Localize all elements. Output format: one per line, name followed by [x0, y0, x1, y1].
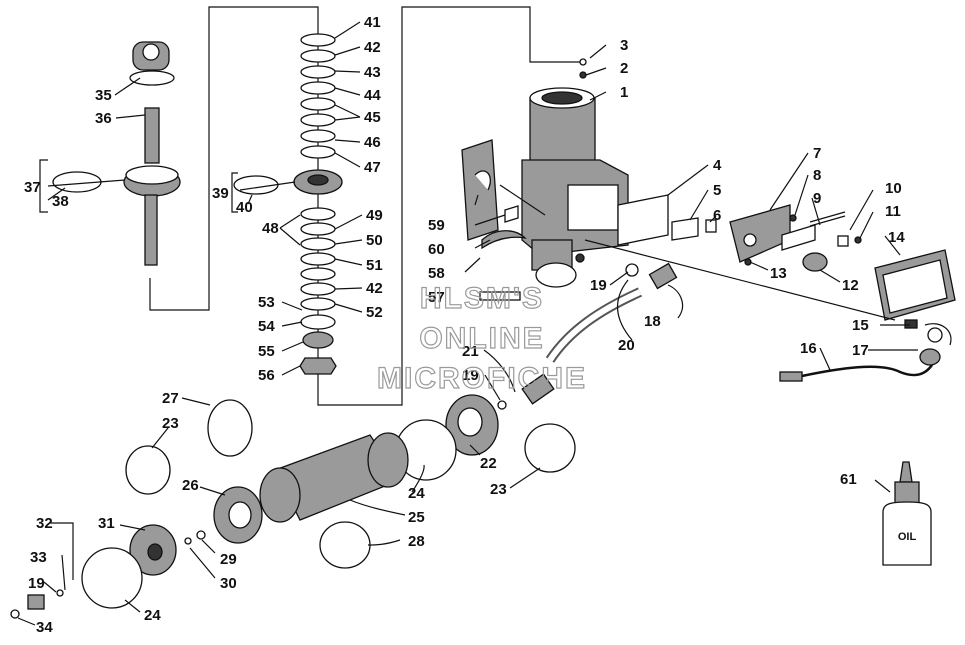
callout-17: 17: [852, 342, 869, 359]
callout-49: 49: [366, 207, 383, 224]
callout-39: 39: [212, 185, 229, 202]
callout-41: 41: [364, 14, 381, 31]
callout-37: 37: [24, 179, 41, 196]
callout-26: 26: [182, 477, 199, 494]
leader-lines: [17, 21, 918, 626]
callout-61: 61: [840, 471, 857, 488]
callout-36: 36: [95, 110, 112, 127]
bearing-assembly: [233, 169, 343, 195]
callout-18: 18: [644, 313, 661, 330]
callout-15: 15: [852, 317, 869, 334]
callout-53: 53: [258, 294, 275, 311]
callout-57: 57: [428, 289, 445, 306]
callout-4: 4: [713, 157, 722, 174]
callout-48: 48: [262, 220, 279, 237]
callout-20: 20: [618, 337, 635, 354]
callout-1: 1: [620, 84, 628, 101]
callout-51: 51: [366, 257, 383, 274]
callout-6: 6: [713, 207, 721, 224]
callout-44: 44: [364, 87, 381, 104]
callout-55: 55: [258, 343, 275, 360]
callout-5: 5: [713, 182, 721, 199]
shaft-assembly: [52, 41, 181, 266]
callout-38: 38: [52, 193, 69, 210]
callout-29: 29: [220, 551, 237, 568]
washer-stack: [299, 33, 337, 375]
gaskets: [617, 194, 717, 246]
callout-13: 13: [770, 265, 787, 282]
callout-40: 40: [236, 199, 253, 216]
callout-33: 33: [30, 549, 47, 566]
callout-32: 32: [36, 515, 53, 532]
callout-14: 14: [888, 229, 905, 246]
decals: [461, 139, 527, 301]
sensor-cable: [779, 323, 952, 382]
frame-lines: [149, 6, 585, 406]
watermark: HLSM'S ONLINE MICROFICHE: [376, 281, 587, 395]
callout-19-middle: 19: [462, 367, 479, 384]
oil-bottle-label: OIL: [898, 531, 917, 543]
callout-25: 25: [408, 509, 425, 526]
callout-43: 43: [364, 64, 381, 81]
callout-45: 45: [364, 109, 381, 126]
watermark-line-1: HLSM'S: [420, 282, 544, 315]
callout-50: 50: [366, 232, 383, 249]
callout-35: 35: [95, 87, 112, 104]
callout-27: 27: [162, 390, 179, 407]
callout-21: 21: [462, 343, 479, 360]
callout-42-upper: 42: [364, 39, 381, 56]
callout-59: 59: [428, 217, 445, 234]
callout-34: 34: [36, 619, 53, 636]
callout-labels: 3 2 1 4 5 6 7 8 9 10 11 12 13 14 15 16 1…: [24, 14, 905, 636]
gear-case-housing: [521, 58, 629, 288]
callout-8: 8: [813, 167, 821, 184]
watermark-line-2: ONLINE: [419, 322, 544, 355]
callout-46: 46: [364, 134, 381, 151]
lower-assembly: [10, 394, 576, 619]
callout-31: 31: [98, 515, 115, 532]
callout-7: 7: [813, 145, 821, 162]
housing-cover: [729, 204, 862, 272]
callout-30: 30: [220, 575, 237, 592]
cover-box: [874, 249, 956, 329]
callout-42-lower: 42: [366, 280, 383, 297]
callout-54: 54: [258, 318, 275, 335]
callout-56: 56: [258, 367, 275, 384]
callout-9: 9: [813, 190, 821, 207]
callout-52: 52: [366, 304, 383, 321]
hose-fittings: [497, 262, 678, 410]
callout-2: 2: [620, 60, 628, 77]
callout-24-lower: 24: [144, 607, 161, 624]
callout-60: 60: [428, 241, 445, 258]
callout-22: 22: [480, 455, 497, 472]
callout-23-left: 23: [162, 415, 179, 432]
callout-23-right: 23: [490, 481, 507, 498]
callout-19-upper: 19: [590, 277, 607, 294]
oil-bottle: OIL: [882, 461, 932, 566]
callout-1-3: 3: [620, 37, 628, 54]
callout-28: 28: [408, 533, 425, 550]
callout-16: 16: [800, 340, 817, 357]
watermark-line-3: MICROFICHE: [377, 362, 587, 395]
callout-58: 58: [428, 265, 445, 282]
callout-24-upper: 24: [408, 485, 425, 502]
callout-47: 47: [364, 159, 381, 176]
callout-12: 12: [842, 277, 859, 294]
callout-10: 10: [885, 180, 902, 197]
callout-11: 11: [885, 203, 901, 220]
callout-19-lower: 19: [28, 575, 45, 592]
